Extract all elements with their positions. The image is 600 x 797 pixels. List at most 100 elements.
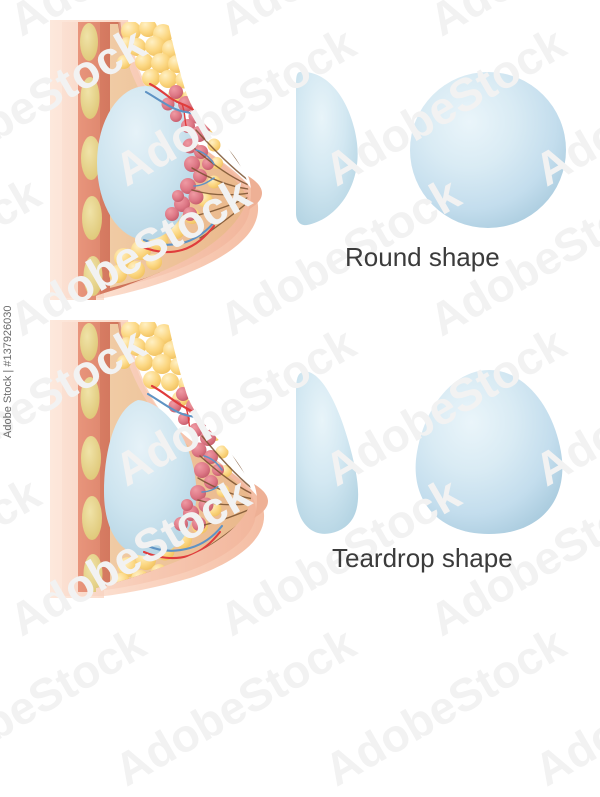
- milk-duct: [195, 129, 249, 187]
- rib-oval: [82, 496, 102, 540]
- vein-branch: [193, 177, 215, 187]
- breast-implant-teardrop: [104, 400, 197, 557]
- gland-lobule: [189, 423, 203, 437]
- gland-lobule: [172, 190, 184, 202]
- artery-branch: [181, 103, 189, 133]
- gland-lobule: [176, 387, 190, 401]
- rib-oval: [80, 23, 98, 61]
- artery: [138, 224, 216, 254]
- gland-lobule: [181, 499, 193, 511]
- fat-lobule: [131, 240, 151, 260]
- fat-lobule: [121, 322, 141, 341]
- gland-lobule: [209, 424, 221, 436]
- stock-id-watermark: Adobe Stock | #137926030: [2, 305, 14, 438]
- fat-lobule: [161, 373, 179, 391]
- gland-lobule: [188, 189, 204, 205]
- medical-illustration-svg: [50, 20, 566, 598]
- fat-lobule: [207, 175, 221, 189]
- fat-lobule: [117, 55, 131, 69]
- rib-oval: [80, 377, 100, 419]
- rib-oval: [80, 323, 98, 361]
- fat-lobule: [120, 37, 134, 51]
- milk-duct: [199, 503, 252, 527]
- gland-lobule: [191, 442, 207, 458]
- fat-lobule: [120, 337, 134, 351]
- milk-duct: [193, 193, 249, 217]
- milk-duct: [197, 477, 252, 501]
- gland-lobule: [193, 169, 207, 183]
- breast-cross-section-round-implant: [50, 20, 262, 300]
- rib-oval: [81, 136, 101, 180]
- fat-lobule: [145, 336, 165, 356]
- fat-lobule: [139, 22, 157, 37]
- vein-branch: [195, 149, 215, 165]
- round-implant-front-view: [410, 72, 566, 228]
- fat-lobule: [145, 36, 165, 56]
- vein-branch: [203, 455, 223, 471]
- panel-teardrop: [50, 320, 563, 598]
- fat-lobule: [143, 371, 161, 389]
- milk-duct: [199, 455, 252, 499]
- fat-lobule: [117, 355, 131, 369]
- fat-lobule: [207, 138, 221, 152]
- rib-oval: [83, 256, 103, 296]
- fat-lobule: [146, 254, 162, 270]
- gland-lobule: [174, 517, 188, 531]
- gland-lobule: [190, 485, 206, 501]
- milk-duct: [197, 499, 252, 506]
- fat-lobule: [159, 70, 177, 88]
- breast-cross-section-teardrop-implant: [50, 320, 268, 598]
- fat-lobule: [142, 69, 160, 87]
- fat-lobule: [127, 261, 145, 279]
- vein-branch: [201, 483, 223, 493]
- fat-lobule: [211, 157, 223, 169]
- watermark-text: AdobeStock: [525, 616, 600, 796]
- artery: [142, 530, 222, 560]
- rib-oval: [82, 196, 102, 240]
- fat-lobule: [114, 248, 134, 268]
- teardrop-implant-front-view: [415, 370, 563, 534]
- fat-lobule: [139, 322, 157, 337]
- milk-duct: [191, 189, 249, 196]
- teardrop-implant-side-profile: [296, 371, 359, 534]
- gland-lobule: [198, 497, 214, 513]
- round-implant-side-profile: [296, 71, 358, 226]
- artery-branch: [185, 407, 193, 437]
- fat-lobule: [168, 55, 186, 73]
- milk-duct: [201, 435, 252, 497]
- panel-round: [50, 20, 566, 300]
- fat-lobule: [118, 557, 138, 577]
- milk-duct: [193, 147, 249, 189]
- fat-lobule: [135, 353, 153, 371]
- watermark-text: AdobeStock: [105, 616, 364, 796]
- breast-implant-round: [97, 86, 195, 240]
- milk-duct: [191, 167, 249, 191]
- rib-oval: [83, 554, 103, 592]
- watermark-text: AdobeStock: [0, 616, 154, 796]
- fat-lobule: [151, 53, 171, 73]
- fat-lobule: [109, 265, 127, 283]
- watermark-text: AdobeStock: [315, 616, 574, 796]
- gland-lobule: [200, 120, 212, 132]
- gland-lobule: [182, 138, 198, 154]
- fat-lobule: [170, 357, 188, 375]
- vein: [146, 524, 224, 552]
- rib-oval: [80, 77, 100, 119]
- vein: [142, 218, 218, 246]
- fat-lobule: [121, 22, 141, 41]
- caption-round-shape: Round shape: [345, 242, 500, 272]
- nipple: [248, 176, 262, 210]
- fat-lobule: [135, 53, 153, 71]
- caption-teardrop-shape: Teardrop shape: [332, 543, 513, 573]
- rib-group: [80, 323, 103, 592]
- gland-lobule: [165, 207, 179, 221]
- gland-lobule: [170, 110, 182, 122]
- gland-lobule: [183, 207, 197, 221]
- rib-group: [80, 23, 103, 296]
- fat-lobule: [152, 354, 172, 374]
- gland-lobule: [192, 517, 206, 531]
- gland-lobule: [194, 462, 210, 478]
- rib-oval: [81, 436, 101, 480]
- gland-lobule: [181, 119, 195, 133]
